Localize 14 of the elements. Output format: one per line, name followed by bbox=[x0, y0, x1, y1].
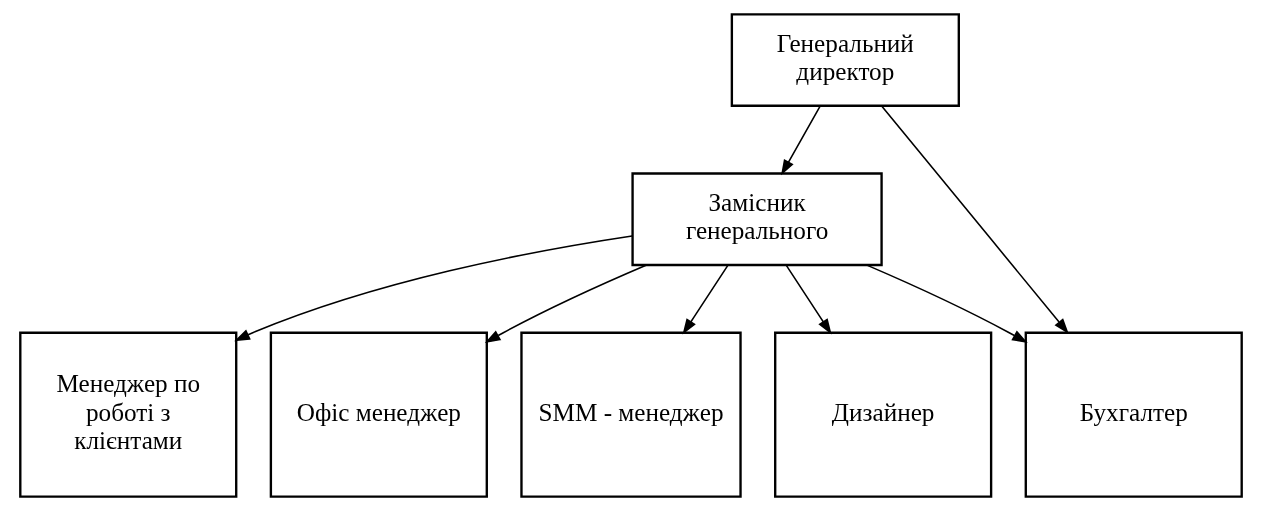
arrow bbox=[866, 264, 1028, 344]
arrow bbox=[785, 264, 832, 335]
node-box: Бухгалтер bbox=[1024, 331, 1243, 498]
arrow bbox=[234, 235, 633, 342]
arrow bbox=[484, 264, 648, 344]
node-box: Офіс менеджер bbox=[269, 331, 488, 498]
node-box: Менеджер по роботі з клієнтами bbox=[19, 331, 238, 498]
arrow bbox=[881, 105, 1069, 334]
arrow bbox=[781, 105, 822, 176]
node-box: SMM - менеджер bbox=[520, 331, 742, 498]
node-box: Замісник генерального bbox=[631, 172, 883, 267]
node-box: Дизайнер bbox=[774, 331, 993, 498]
arrow bbox=[682, 264, 729, 335]
node-box: Генеральний директор bbox=[730, 13, 960, 107]
